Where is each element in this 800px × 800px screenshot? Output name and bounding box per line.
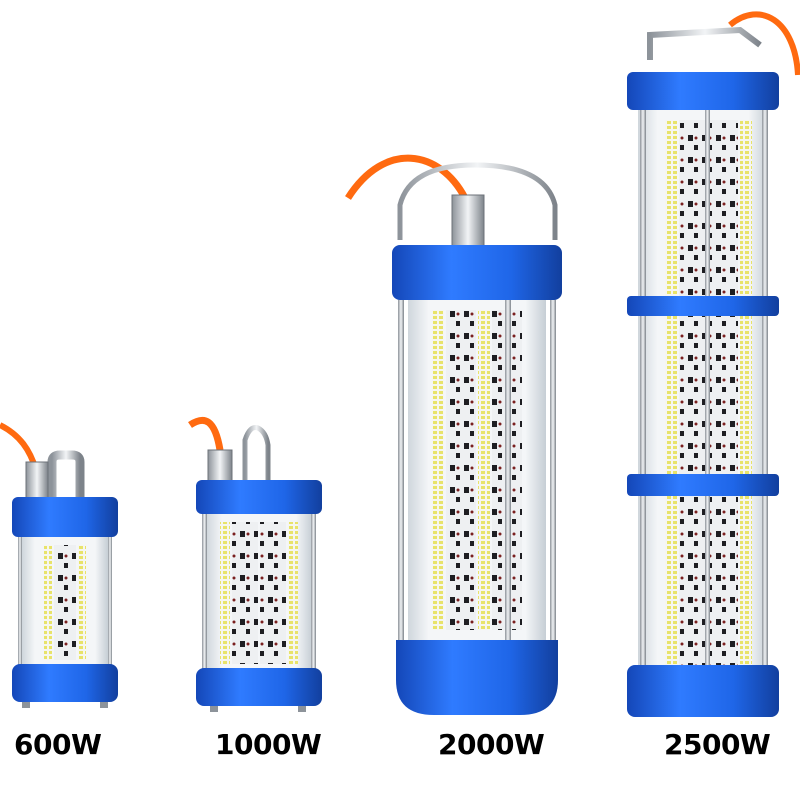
steel-rod — [762, 110, 768, 670]
lamp-600w — [0, 422, 118, 708]
power-cable — [345, 154, 469, 200]
cable-gland — [451, 194, 485, 254]
pcb-board — [232, 522, 258, 664]
steel-rod — [550, 300, 556, 640]
led-strip — [78, 545, 86, 660]
led-strip — [740, 120, 752, 665]
steel-rod — [18, 537, 22, 667]
handle — [397, 162, 558, 240]
pcb-board — [710, 120, 738, 665]
glass-tube — [408, 300, 546, 640]
label-1000w: 1000W — [215, 728, 322, 761]
steel-rod — [108, 537, 112, 667]
handle — [242, 425, 271, 485]
label-600w: 600W — [14, 728, 102, 761]
bottom-cap — [12, 664, 118, 702]
lamp-1000w — [188, 416, 322, 712]
label-2000w: 2000W — [438, 728, 545, 761]
pcb-board — [260, 522, 286, 664]
led-strip — [44, 545, 52, 660]
led-strip — [432, 310, 444, 630]
power-cable — [188, 416, 224, 451]
top-cap — [196, 480, 322, 514]
ring-clamp — [627, 474, 779, 496]
bottom-cap — [196, 668, 322, 706]
power-cable — [728, 11, 800, 76]
led-strip — [288, 522, 298, 664]
top-cap — [392, 245, 562, 300]
led-strip — [220, 522, 230, 664]
steel-rod — [311, 514, 316, 672]
steel-rod — [505, 300, 511, 640]
cable-gland — [25, 461, 49, 503]
label-2500w: 2500W — [664, 728, 771, 761]
top-cap — [12, 497, 118, 537]
steel-rod — [398, 300, 404, 640]
lamp-2500w — [627, 11, 800, 717]
steel-rod — [640, 110, 646, 670]
top-cap — [627, 72, 779, 110]
handle — [647, 26, 762, 60]
led-strip — [665, 120, 677, 665]
ring-clamp — [627, 296, 779, 316]
lamp-2000w — [345, 154, 562, 715]
handle — [47, 450, 85, 505]
steel-rod — [705, 110, 710, 670]
bottom-cap — [396, 640, 558, 715]
steel-rod — [202, 514, 207, 672]
pcb-board — [446, 310, 476, 630]
pcb-board — [54, 545, 76, 660]
pcb-board — [679, 120, 707, 665]
bottom-cap — [627, 665, 779, 717]
led-strip — [478, 310, 490, 630]
